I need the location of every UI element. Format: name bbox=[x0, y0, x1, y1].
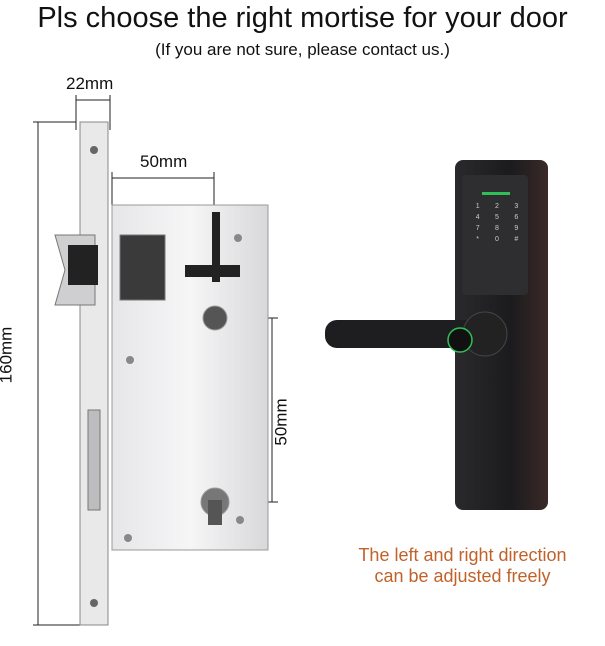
faceplate bbox=[79, 121, 109, 626]
backset-label: 50mm bbox=[140, 152, 188, 171]
key-3[interactable]: 3 bbox=[514, 203, 519, 210]
key-5[interactable]: 5 bbox=[495, 214, 499, 221]
note-line-1: The left and right direction bbox=[358, 545, 567, 565]
key-4[interactable]: 4 bbox=[475, 214, 480, 221]
smart-door-lock bbox=[325, 160, 548, 510]
height-label: 160mm bbox=[0, 326, 16, 384]
keypad: 1 2 3 4 5 6 7 8 9 * 0 # bbox=[468, 203, 526, 243]
key-1[interactable]: 1 bbox=[475, 203, 480, 210]
center-distance-label: 50mm bbox=[271, 398, 291, 446]
indicator-light bbox=[482, 192, 510, 195]
key-7[interactable]: 7 bbox=[475, 225, 480, 232]
key-9[interactable]: 9 bbox=[514, 225, 519, 232]
faceplate-width-label: 22mm bbox=[66, 74, 114, 93]
deadbolt-slot bbox=[87, 409, 101, 511]
key-2[interactable]: 2 bbox=[495, 203, 499, 210]
direction-note: The left and right direction can be adju… bbox=[320, 545, 605, 587]
key-6[interactable]: 6 bbox=[514, 214, 519, 221]
key-star[interactable]: * bbox=[476, 236, 480, 243]
key-0[interactable]: 0 bbox=[495, 236, 499, 243]
key-hash[interactable]: # bbox=[514, 236, 519, 243]
fingerprint-sensor bbox=[447, 327, 473, 353]
page-title: Pls choose the right mortise for your do… bbox=[37, 2, 568, 34]
note-line-2: can be adjusted freely bbox=[374, 566, 551, 586]
page-subtitle: (If you are not sure, please contact us.… bbox=[155, 40, 450, 59]
key-8[interactable]: 8 bbox=[495, 225, 499, 232]
